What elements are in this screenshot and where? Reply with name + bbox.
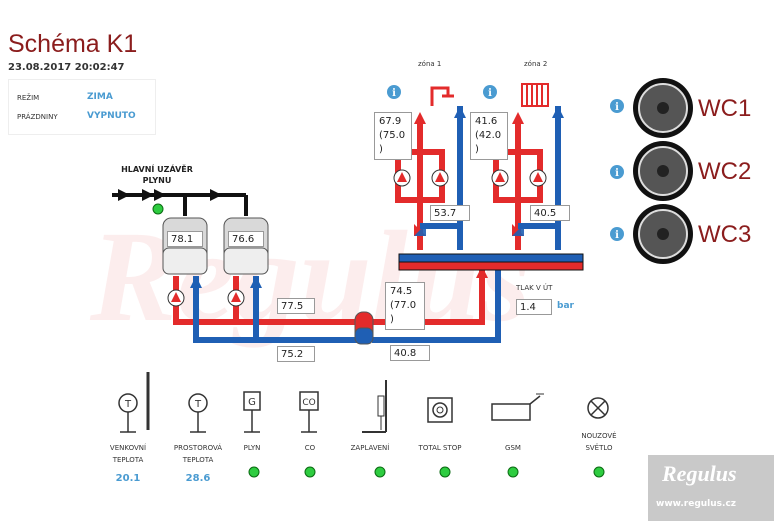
hydraulic-separator (354, 311, 374, 345)
outdoor-temp-value: 20.1 (115, 473, 141, 484)
outdoor-temp-label-line2: TEPLOTA (112, 456, 144, 464)
wc2-label[interactable]: WC2 (698, 158, 752, 185)
boiler-2-temp: 76.6 (228, 231, 264, 247)
outdoor-temp-label-line1: VENKOVNÍ (109, 444, 147, 452)
svg-text:i: i (615, 230, 619, 241)
total-stop-label: TOTAL STOP (418, 444, 462, 452)
wc1-info-icon[interactable]: i (610, 99, 624, 113)
zone-2-info-icon[interactable]: i (483, 85, 497, 99)
regulus-logo[interactable]: Regulus www.regulus.cz (648, 455, 774, 521)
boiler-1-temp: 78.1 (167, 231, 203, 247)
distribution-header (398, 253, 584, 271)
pressure-value: 1.4 (516, 299, 552, 315)
co-label: CO (304, 444, 316, 452)
svg-text:CO: CO (302, 398, 315, 408)
mode-panel: REŽIM ZIMA PRÁZDNINY VYPNUTO (8, 79, 156, 135)
wc3-info-icon[interactable]: i (610, 227, 624, 241)
zone-2-temp: 41.6 (475, 116, 498, 127)
zone-1-temp-box[interactable]: 67.9 (75.0 ) (374, 112, 412, 160)
svg-text:i: i (488, 88, 492, 99)
supply-arrows (414, 112, 524, 278)
header-temp: 74.5 (390, 286, 413, 297)
zone-1-temp: 67.9 (379, 116, 402, 127)
wc2-fan-icon[interactable] (633, 141, 693, 201)
gas-valve-label-line2: PLYNU (142, 176, 172, 185)
pressure-unit: bar (557, 301, 574, 311)
emergency-light-icon (587, 397, 609, 419)
wc2-info-icon[interactable]: i (610, 165, 624, 179)
bottom-right-temp: 40.8 (390, 345, 430, 361)
header-temp-box[interactable]: 74.5 (77.0 ) (385, 282, 425, 330)
gas-label: PLYN (243, 444, 261, 452)
flood-label: ZAPLAVENÍ (350, 444, 390, 452)
logo-url: www.regulus.cz (656, 499, 737, 509)
holiday-value[interactable]: VYPNUTO (87, 111, 136, 121)
zone-1-setpoint: (75.0 ) (379, 130, 406, 155)
flood-sensor-icon (362, 380, 387, 433)
zone-1-mixing-valve[interactable] (414, 224, 426, 236)
zone-2-return-temp: 40.5 (530, 205, 570, 221)
boiler-2-pump[interactable] (227, 289, 245, 307)
return-arrows (190, 106, 564, 288)
mode-label: REŽIM (17, 94, 40, 102)
wc1-fan-icon[interactable] (633, 78, 693, 138)
outdoor-temp-label: VENKOVNÍ TEPLOTA (98, 442, 158, 466)
shower-icon (430, 86, 454, 106)
zone-2-temp-box[interactable]: 41.6 (42.0 ) (470, 112, 508, 160)
wc1-label[interactable]: WC1 (698, 95, 752, 122)
room-temp-sensor-icon: T (188, 393, 208, 433)
gas-valve-status-led (152, 203, 164, 215)
total-stop-icon (427, 397, 453, 423)
svg-text:i: i (615, 102, 619, 113)
zone-2-pump-b[interactable] (529, 169, 547, 187)
zone-1-info-icon[interactable]: i (387, 85, 401, 99)
emergency-light-label-line2: SVĚTLO (585, 444, 613, 452)
gas-valve-label-line1: HLAVNÍ UZÁVĚR (121, 165, 193, 174)
pressure-label: TLAK V ÚT (516, 284, 553, 292)
wc3-fan-icon[interactable] (633, 204, 693, 264)
outdoor-temp-sensor-icon: T (118, 372, 150, 433)
zone-2-pump-a[interactable] (491, 169, 509, 187)
emergency-light-label: NOUZOVÉ SVĚTLO (570, 430, 628, 454)
svg-text:T: T (194, 399, 202, 410)
gas-valve-label: HLAVNÍ UZÁVĚR PLYNU (112, 164, 202, 186)
svg-text:G: G (248, 397, 256, 408)
gas-sensor-icon: G (243, 391, 261, 433)
svg-text:i: i (392, 88, 396, 99)
zone-2-label: zóna 2 (524, 60, 548, 68)
wc3-label[interactable]: WC3 (698, 221, 752, 248)
co-sensor-icon: CO (299, 391, 319, 433)
zone-2-setpoint: (42.0 ) (475, 130, 502, 155)
zone-1-label: zóna 1 (418, 60, 442, 68)
return-temp: 75.2 (277, 346, 315, 362)
page-title: Schéma K1 (8, 30, 138, 58)
room-temp-label-line2: TEPLOTA (182, 456, 214, 464)
logo-brand-name: Regulus (662, 461, 737, 486)
boiler-1-pump[interactable] (167, 289, 185, 307)
mode-value[interactable]: ZIMA (87, 92, 113, 102)
svg-text:i: i (615, 168, 619, 179)
room-temp-value: 28.6 (185, 473, 211, 484)
radiator-icon (521, 83, 549, 107)
zone-1-pump-a[interactable] (393, 169, 411, 187)
gas-pipe (112, 189, 248, 216)
emergency-light-label-line1: NOUZOVÉ (581, 432, 617, 440)
supply-temp: 77.5 (277, 298, 315, 314)
holiday-label: PRÁZDNINY (17, 113, 58, 121)
datetime: 23.08.2017 20:02:47 (8, 62, 125, 73)
room-temp-label: PROSTOROVÁ TEPLOTA (162, 442, 234, 466)
room-temp-label-line1: PROSTOROVÁ (173, 444, 223, 452)
zone-2-mixing-valve[interactable] (512, 224, 524, 236)
status-leds (248, 466, 605, 478)
header-setpoint: (77.0 ) (390, 300, 417, 325)
zone-1-return-temp: 53.7 (430, 205, 470, 221)
zone-1-pump-b[interactable] (431, 169, 449, 187)
svg-text:T: T (124, 399, 132, 410)
gsm-label: GSM (505, 444, 521, 452)
gsm-module-icon (491, 393, 544, 421)
